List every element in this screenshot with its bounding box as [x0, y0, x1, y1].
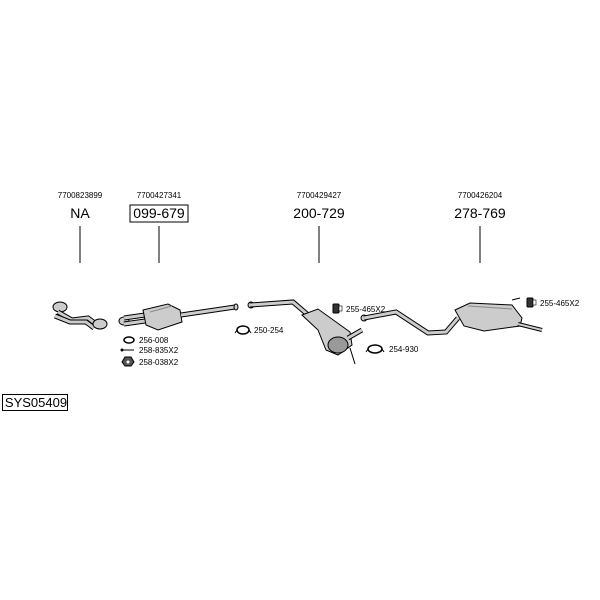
part-oem-number: 7700823899 — [58, 191, 103, 200]
part-oem-number: 7700426204 — [458, 191, 503, 200]
rubber-hanger-icon — [332, 303, 343, 314]
pipe-clamp-icon — [365, 344, 385, 354]
part-reference: 200-729 — [293, 205, 345, 221]
catalytic-converter-part[interactable] — [118, 303, 239, 331]
clamp-icon — [234, 325, 252, 335]
bolt-icon — [120, 348, 134, 352]
system-id: SYS05409 — [4, 395, 68, 410]
middle-silencer-part[interactable] — [247, 299, 364, 365]
part-oem-number: 7700429427 — [297, 191, 342, 200]
rear-silencer-part[interactable] — [360, 297, 543, 336]
system-id-box: SYS05409 — [2, 394, 68, 411]
gasket-ring-icon — [123, 336, 135, 344]
accessory-label: 256-008 — [139, 336, 169, 345]
part-reference: NA — [70, 205, 90, 221]
part-oem-number: 7700427341 — [137, 191, 182, 200]
accessory-label: 250-254 — [254, 326, 284, 335]
front-pipe-part[interactable] — [52, 301, 108, 330]
accessory-label: 255-465X2 — [346, 305, 386, 314]
accessory-label: 258-835X2 — [139, 346, 179, 355]
part-reference: 099-679 — [133, 205, 185, 221]
nut-icon — [121, 356, 135, 367]
accessory-label: 258-038X2 — [139, 358, 179, 367]
accessory-label: 255-465X2 — [540, 299, 580, 308]
rubber-hanger-icon — [526, 297, 537, 308]
part-reference-box — [129, 204, 189, 223]
part-reference: 278-769 — [454, 205, 506, 221]
accessory-label: 254-930 — [389, 345, 419, 354]
